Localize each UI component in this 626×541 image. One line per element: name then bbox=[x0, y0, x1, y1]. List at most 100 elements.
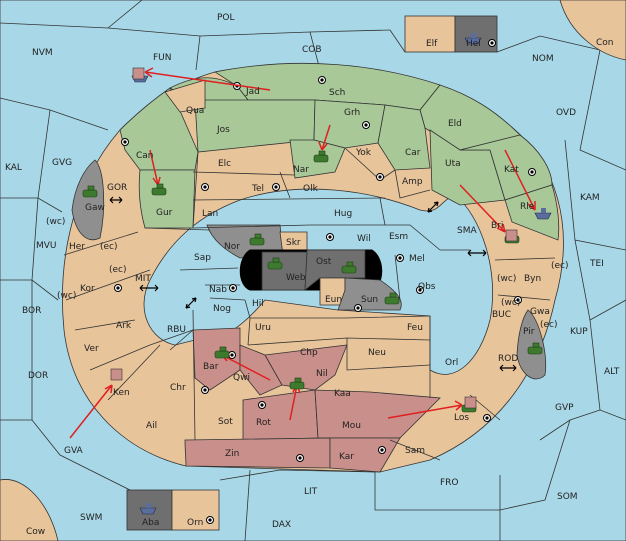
label-ec4: (ec) bbox=[540, 320, 558, 330]
label-gvg: GVG bbox=[52, 158, 72, 168]
sc-rot bbox=[258, 401, 266, 409]
army-nar-icon bbox=[313, 150, 329, 163]
label-bar: Bar bbox=[203, 362, 219, 372]
army-gur-icon bbox=[151, 183, 167, 196]
sc-sot bbox=[201, 386, 209, 394]
sc-kar bbox=[378, 446, 386, 454]
label-kat: Kat bbox=[504, 165, 519, 175]
label-fun: FUN bbox=[153, 53, 172, 63]
label-cob: COB bbox=[302, 45, 322, 55]
units bbox=[82, 33, 552, 515]
label-qua: Qua bbox=[186, 106, 204, 116]
label-mou: Mou bbox=[342, 421, 361, 431]
label-kor: Kor bbox=[80, 284, 95, 294]
label-nor: Nor bbox=[224, 242, 240, 252]
region-bar[interactable] bbox=[192, 327, 241, 391]
label-sap: Sap bbox=[194, 253, 211, 263]
label-her: Her bbox=[69, 242, 85, 252]
label-kam: KAM bbox=[580, 193, 600, 203]
army-ost-icon bbox=[341, 261, 357, 274]
unit-bri-box bbox=[505, 229, 518, 242]
region-gaw[interactable] bbox=[71, 159, 105, 241]
label-rle: Rle bbox=[520, 202, 535, 212]
sc-kat bbox=[528, 168, 536, 176]
unit-fun-box bbox=[132, 67, 145, 80]
label-rot: Rot bbox=[256, 418, 271, 428]
sc-nab bbox=[229, 284, 237, 292]
region-web[interactable] bbox=[261, 251, 308, 291]
label-web: Web bbox=[286, 273, 306, 283]
label-skr: Skr bbox=[286, 238, 301, 248]
label-lan: Lan bbox=[202, 209, 218, 219]
label-ec2: (ec) bbox=[551, 261, 569, 271]
region-grh[interactable] bbox=[313, 99, 386, 149]
label-grh: Grh bbox=[344, 108, 360, 118]
sc-sch bbox=[318, 76, 326, 84]
region-gur[interactable] bbox=[138, 169, 196, 229]
label-gur: Gur bbox=[156, 208, 173, 218]
label-kaa: Kaa bbox=[334, 389, 351, 399]
label-nab: Nab bbox=[209, 285, 227, 295]
label-elf: Elf bbox=[426, 39, 438, 49]
label-rod: ROD bbox=[498, 354, 518, 364]
label-ec3: (ec) bbox=[109, 265, 127, 275]
label-pir: Pir bbox=[523, 327, 535, 337]
label-yok: Yok bbox=[355, 148, 372, 158]
label-wc3: (wc) bbox=[57, 291, 76, 301]
region-labels: POL NVM FUN COB NOM Con Elf Hel OVD KAL … bbox=[5, 13, 620, 537]
label-eun: Eun bbox=[325, 295, 342, 305]
sc-grh bbox=[362, 121, 370, 129]
region-rle[interactable] bbox=[504, 184, 560, 241]
region-qwi[interactable] bbox=[239, 344, 283, 396]
region-qua[interactable] bbox=[164, 79, 206, 113]
label-gwa: Gwa bbox=[530, 307, 550, 317]
label-mel: Mel bbox=[409, 254, 425, 264]
label-nvm: NVM bbox=[32, 48, 53, 58]
label-orn: Orn bbox=[187, 518, 203, 528]
region-mou[interactable] bbox=[314, 389, 441, 439]
army-web-icon bbox=[267, 257, 283, 270]
label-kar: Kar bbox=[339, 452, 354, 462]
region-nil[interactable] bbox=[264, 344, 348, 391]
label-wc4: (wc) bbox=[501, 298, 520, 308]
label-nil: Nil bbox=[316, 369, 328, 379]
army-nil-icon bbox=[289, 377, 305, 390]
label-uru: Uru bbox=[255, 323, 271, 333]
label-ver: Ver bbox=[84, 344, 99, 354]
label-ken: Ken bbox=[113, 388, 130, 398]
label-feu: Feu bbox=[407, 323, 423, 333]
region-zin[interactable] bbox=[184, 437, 331, 469]
region-car[interactable] bbox=[377, 104, 431, 171]
region-pir[interactable] bbox=[516, 309, 547, 380]
label-pol: POL bbox=[217, 13, 235, 23]
label-uta: Uta bbox=[445, 159, 461, 169]
label-zin: Zin bbox=[225, 449, 239, 459]
sc-hel bbox=[488, 39, 496, 47]
army-bar-icon bbox=[214, 346, 230, 359]
label-mvu: MVU bbox=[36, 241, 57, 251]
label-mit: MIT bbox=[135, 274, 151, 284]
label-fro: FRO bbox=[440, 478, 459, 488]
label-esm: Esm bbox=[389, 232, 408, 242]
label-som: SOM bbox=[557, 492, 578, 502]
sc-orn bbox=[206, 516, 214, 524]
label-sot: Sot bbox=[218, 417, 233, 427]
label-orl: Orl bbox=[445, 358, 458, 368]
sc-yok bbox=[376, 173, 384, 181]
label-byn: Byn bbox=[524, 274, 541, 284]
label-swm: SWM bbox=[80, 513, 102, 523]
label-con: Con bbox=[596, 38, 614, 48]
label-gor: GOR bbox=[107, 183, 127, 193]
sc-olk bbox=[272, 183, 280, 191]
label-cow: Cow bbox=[26, 527, 45, 537]
army-gaw-icon bbox=[82, 185, 98, 198]
label-gvp: GVP bbox=[555, 403, 574, 413]
label-ark: Ark bbox=[116, 321, 132, 331]
label-can: Can bbox=[136, 151, 154, 161]
coastal-arrows bbox=[109, 196, 517, 372]
label-bor: BOR bbox=[22, 306, 41, 316]
label-elc: Elc bbox=[218, 159, 231, 169]
region-elf[interactable] bbox=[404, 15, 456, 53]
army-sun-icon bbox=[384, 292, 400, 305]
